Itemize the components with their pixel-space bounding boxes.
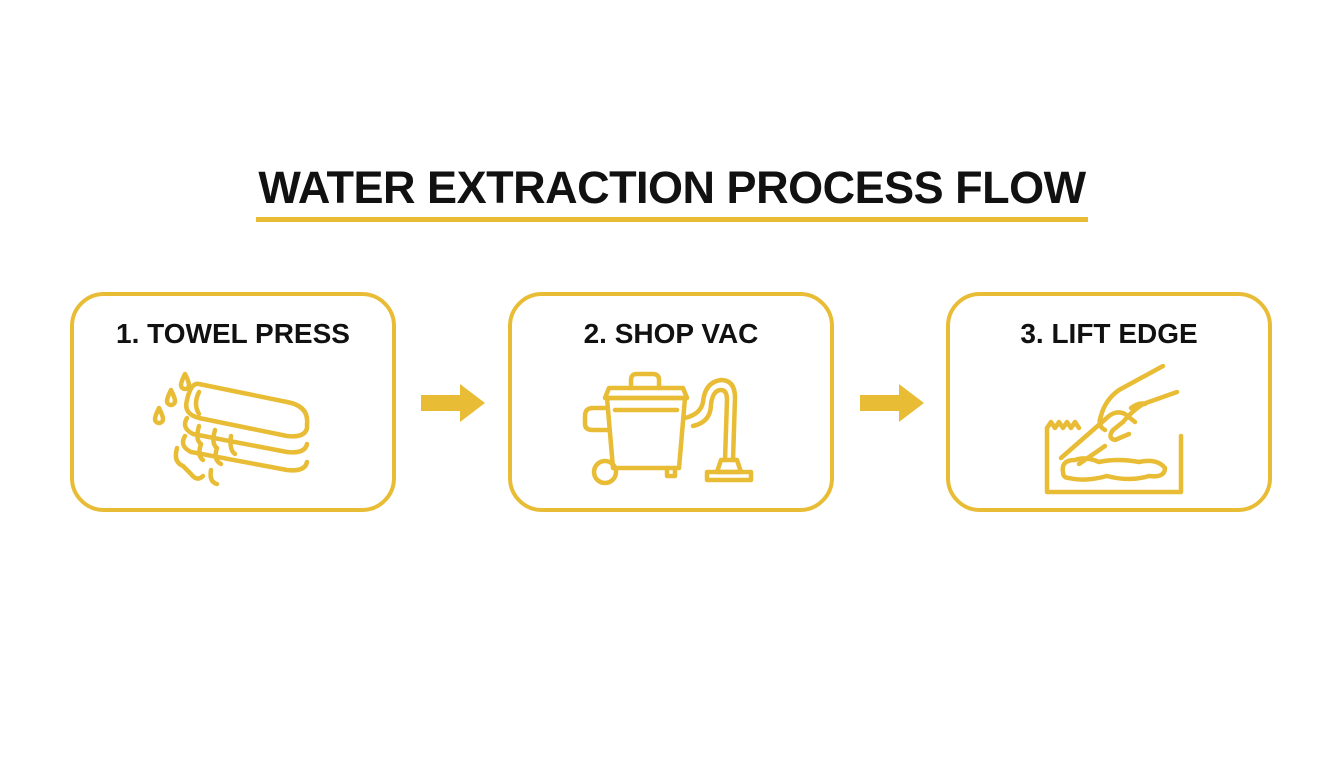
- step-label: 1. TOWEL PRESS: [116, 318, 350, 349]
- arrow-right-icon: [421, 384, 485, 422]
- step-card-shop-vac: 2. SHOP VAC: [508, 292, 834, 512]
- diagram-title: WATER EXTRACTION PROCESS FLOW: [256, 163, 1088, 222]
- arrow-right-icon: [860, 384, 924, 422]
- step-card-lift-edge: 3. LIFT EDGE: [946, 292, 1272, 512]
- shop-vac-icon: [582, 371, 754, 486]
- step-card-towel-press: 1. TOWEL PRESS: [70, 292, 396, 512]
- lift-edge-icon: [1044, 364, 1184, 495]
- step-label: 3. LIFT EDGE: [1020, 318, 1198, 349]
- step-label: 2. SHOP VAC: [583, 318, 759, 349]
- towel-press-icon: [152, 371, 310, 487]
- diagram-title-wrap: WATER EXTRACTION PROCESS FLOW: [0, 163, 1344, 222]
